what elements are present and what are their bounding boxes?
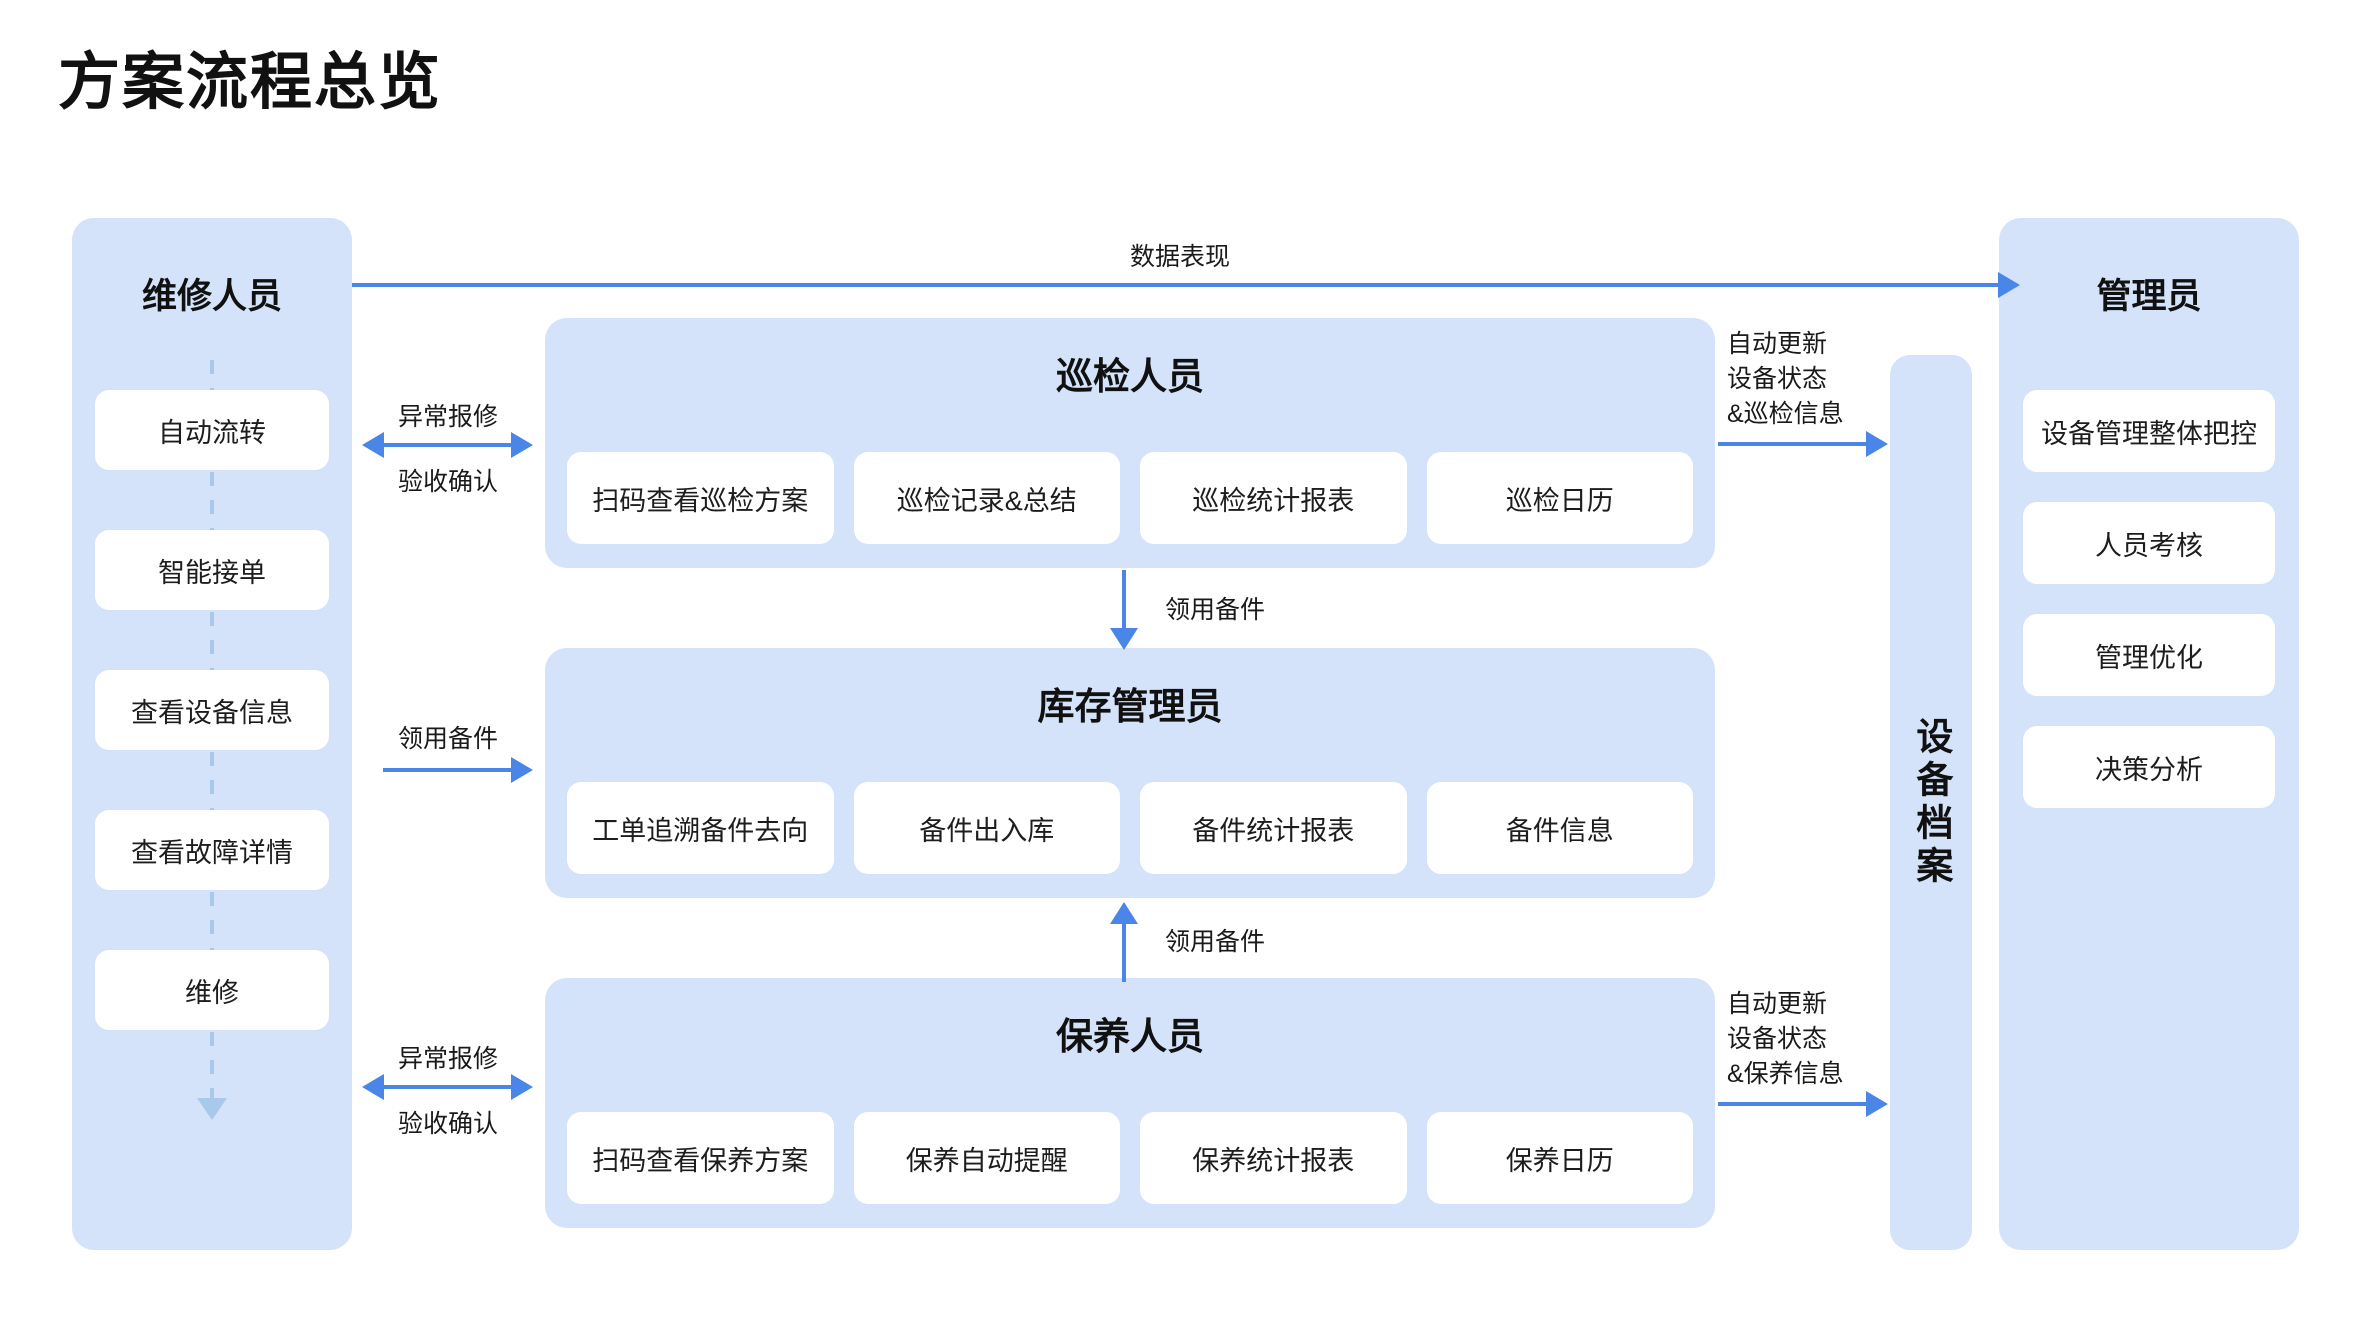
page-title: 方案流程总览	[58, 48, 443, 117]
edge-arrow-down-icon-inspector-stock	[1110, 628, 1138, 650]
edge-arrow-right-icon-inspector-archive	[1866, 431, 1888, 457]
list-item[interactable]: 保养统计报表	[1140, 1112, 1407, 1204]
stock-manager-card-row: 工单追溯备件去向 备件出入库 备件统计报表 备件信息	[567, 782, 1693, 874]
list-item[interactable]: 备件信息	[1426, 782, 1693, 874]
list-item[interactable]: 巡检统计报表	[1140, 452, 1407, 544]
role-panel-repair-title: 维修人员	[141, 277, 282, 316]
edge-line-repair-maintainer	[383, 1085, 513, 1089]
edge-label-data-performance: 数据表现	[1129, 243, 1230, 271]
edge-label-acceptance-confirm-top: 验收确认	[397, 468, 498, 496]
edge-label-request-parts-inspector: 领用备件	[1165, 596, 1266, 624]
role-panel-maintainer: 保养人员 扫码查看保养方案 保养自动提醒 保养统计报表 保养日历	[545, 978, 1715, 1228]
edge-arrow-up-icon-maintainer-stock	[1110, 902, 1138, 924]
repair-flow-arrow-down-icon	[197, 1098, 227, 1120]
edge-arrow-right-icon-repair-maintainer	[511, 1074, 533, 1100]
maintainer-card-row: 扫码查看保养方案 保养自动提醒 保养统计报表 保养日历	[567, 1112, 1693, 1204]
list-item[interactable]: 查看设备信息	[95, 670, 329, 750]
edge-line-inspector-stock	[1122, 570, 1126, 642]
role-panel-inspector: 巡检人员 扫码查看巡检方案 巡检记录&总结 巡检统计报表 巡检日历	[545, 318, 1715, 568]
edge-line-maintainer-archive	[1718, 1102, 1868, 1106]
edge-line-repair-stock	[383, 768, 513, 772]
edge-label-auto-update-maintain-1: 自动更新	[1727, 990, 1828, 1018]
list-item[interactable]: 设备管理整体把控	[2023, 390, 2275, 472]
edge-label-request-parts-maintainer: 领用备件	[1165, 928, 1266, 956]
edge-label-auto-update-inspect-1: 自动更新	[1727, 330, 1828, 358]
list-item[interactable]: 巡检记录&总结	[853, 452, 1120, 544]
equipment-archive-panel[interactable]: 设备档案	[1890, 355, 1972, 1250]
edge-line-repair-inspector	[383, 443, 513, 447]
list-item[interactable]: 扫码查看巡检方案	[567, 452, 834, 544]
list-item[interactable]: 备件统计报表	[1140, 782, 1407, 874]
list-item[interactable]: 备件出入库	[853, 782, 1120, 874]
list-item[interactable]: 保养自动提醒	[853, 1112, 1120, 1204]
edge-label-auto-update-inspect-2: 设备状态	[1727, 365, 1828, 393]
edge-label-auto-update-maintain-2: 设备状态	[1727, 1025, 1828, 1053]
role-panel-inspector-title: 巡检人员	[1056, 356, 1204, 397]
equipment-archive-label: 设备档案	[1910, 716, 1952, 889]
edge-arrow-right-icon-repair-inspector	[511, 432, 533, 458]
edge-arrow-left-icon-inspector-repair	[362, 432, 384, 458]
edge-arrow-left-icon-maintainer-repair	[362, 1074, 384, 1100]
edge-label-auto-update-inspect-3: &巡检信息	[1727, 400, 1844, 428]
edge-label-request-parts-left: 领用备件	[397, 725, 498, 753]
list-item[interactable]: 人员考核	[2023, 502, 2275, 584]
list-item[interactable]: 工单追溯备件去向	[567, 782, 834, 874]
list-item[interactable]: 管理优化	[2023, 614, 2275, 696]
list-item[interactable]: 扫码查看保养方案	[567, 1112, 834, 1204]
role-panel-maintainer-title: 保养人员	[1056, 1016, 1204, 1057]
edge-arrow-right-icon-repair-stock	[511, 757, 533, 783]
edge-label-abnormal-report-top: 异常报修	[397, 403, 498, 431]
inspector-card-row: 扫码查看巡检方案 巡检记录&总结 巡检统计报表 巡检日历	[567, 452, 1693, 544]
list-item[interactable]: 维修	[95, 950, 329, 1030]
edge-label-auto-update-maintain-3: &保养信息	[1727, 1060, 1844, 1088]
role-panel-stock-manager: 库存管理员 工单追溯备件去向 备件出入库 备件统计报表 备件信息	[545, 648, 1715, 898]
role-panel-repair: 维修人员 自动流转 智能接单 查看设备信息 查看故障详情 维修	[72, 218, 352, 1250]
edge-line-repair-to-manager	[352, 283, 2000, 287]
list-item[interactable]: 保养日历	[1426, 1112, 1693, 1204]
edge-label-abnormal-report-bottom: 异常报修	[397, 1045, 498, 1073]
list-item[interactable]: 自动流转	[95, 390, 329, 470]
role-panel-stock-manager-title: 库存管理员	[1037, 686, 1223, 727]
list-item[interactable]: 智能接单	[95, 530, 329, 610]
list-item[interactable]: 查看故障详情	[95, 810, 329, 890]
edge-arrow-right-icon-maintainer-archive	[1866, 1091, 1888, 1117]
edge-line-inspector-archive	[1718, 442, 1868, 446]
list-item[interactable]: 决策分析	[2023, 726, 2275, 808]
list-item[interactable]: 巡检日历	[1426, 452, 1693, 544]
edge-label-acceptance-confirm-bottom: 验收确认	[397, 1110, 498, 1138]
role-panel-manager-title: 管理员	[2096, 277, 2202, 316]
edge-arrow-right-icon-repair-to-manager	[1998, 272, 2020, 298]
edge-line-maintainer-stock	[1122, 912, 1126, 982]
role-panel-manager: 管理员 设备管理整体把控 人员考核 管理优化 决策分析	[1999, 218, 2299, 1250]
